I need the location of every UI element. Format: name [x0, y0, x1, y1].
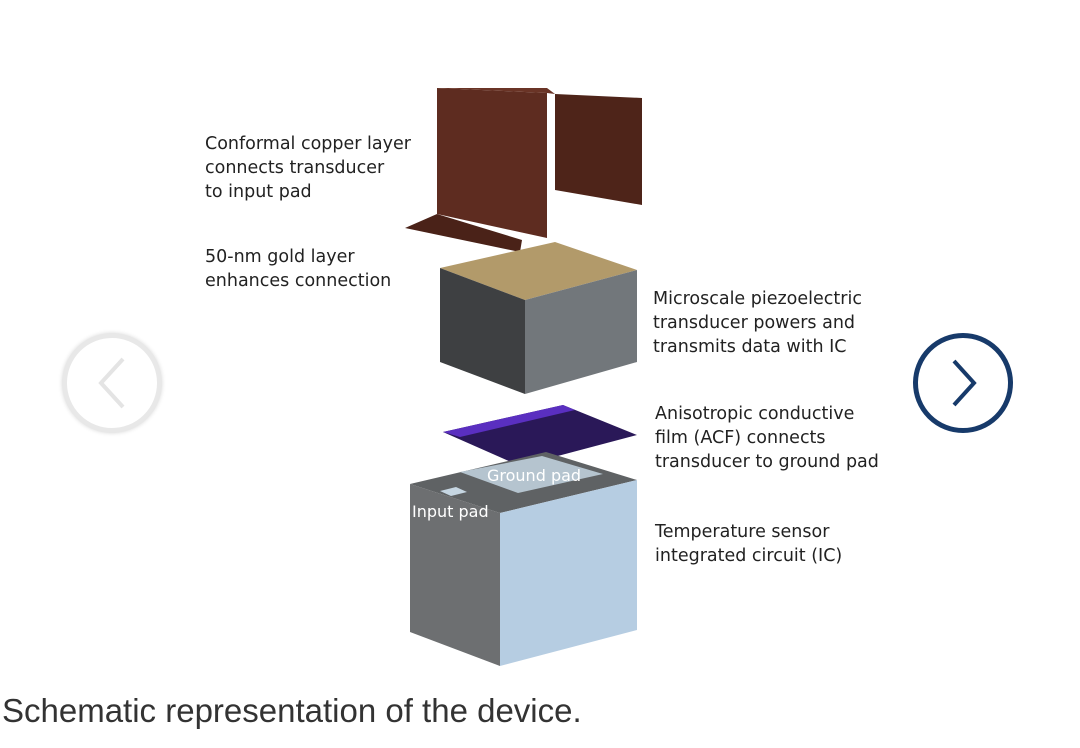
ic-box: Ground pad Input pad [410, 452, 637, 666]
previous-image-button[interactable] [62, 333, 162, 433]
image-caption: Schematic representation of the device. [2, 692, 582, 729]
transducer-cube [440, 242, 637, 394]
copper-layer-label: Conformal copper layer connects transduc… [205, 134, 411, 202]
next-image-button[interactable] [913, 333, 1013, 433]
input-pad-label: Input pad [412, 502, 489, 521]
acf-film [443, 405, 637, 466]
chevron-left-icon [98, 357, 125, 409]
ic-label: Temperature sensor integrated circuit (I… [655, 522, 843, 566]
transducer-label: Microscale piezoelectric transducer powe… [653, 289, 862, 357]
chevron-right-icon [952, 359, 977, 407]
copper-layer [405, 88, 642, 252]
acf-label: Anisotropic conductive film (ACF) connec… [655, 404, 879, 472]
gold-layer-label: 50-nm gold layer enhances connection [205, 247, 392, 291]
ground-pad-label: Ground pad [487, 466, 581, 485]
